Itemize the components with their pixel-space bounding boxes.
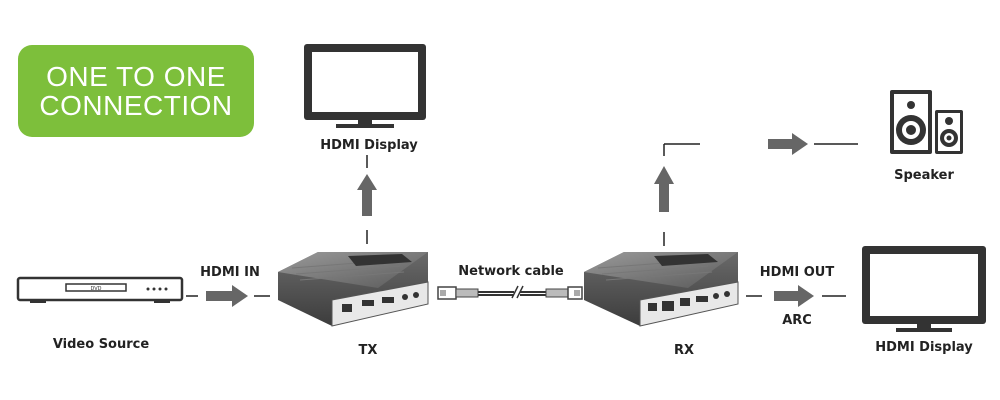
tv-top-icon bbox=[304, 44, 426, 128]
label-hdmi-display-top: HDMI Display bbox=[320, 138, 418, 153]
arrow-right-hdmi-in-icon bbox=[206, 285, 248, 307]
badge-line-1: ONE TO ONE bbox=[46, 61, 226, 92]
arrow-right-speaker-icon bbox=[768, 133, 808, 155]
arrow-up-rx-icon bbox=[654, 166, 674, 212]
label-video-source: Video Source bbox=[52, 337, 150, 352]
label-tx: TX bbox=[358, 343, 378, 358]
label-speaker: Speaker bbox=[894, 168, 954, 183]
label-rx: RX bbox=[673, 343, 695, 358]
arrow-up-tx-icon bbox=[357, 174, 377, 216]
tv-right-icon bbox=[862, 246, 986, 332]
dvd-player-icon: DVD bbox=[16, 276, 184, 303]
connection-lines bbox=[186, 143, 858, 297]
dvd-text: DVD bbox=[90, 286, 101, 292]
label-hdmi-in: HDMI IN bbox=[200, 265, 260, 280]
label-hdmi-display-right: HDMI Display bbox=[875, 340, 973, 355]
badge-line-2: CONNECTION bbox=[39, 90, 233, 121]
label-network-cable: Network cable bbox=[458, 264, 564, 279]
tx-extender-icon bbox=[278, 252, 429, 327]
speaker-icon bbox=[890, 90, 963, 154]
rx-extender-icon bbox=[584, 252, 739, 327]
one-to-one-badge: ONE TO ONE CONNECTION bbox=[18, 45, 254, 137]
flow-arrows bbox=[206, 133, 814, 307]
label-hdmi-out: HDMI OUT bbox=[759, 265, 835, 280]
arrow-right-hdmi-out-icon bbox=[774, 285, 814, 307]
label-arc: ARC bbox=[782, 313, 812, 328]
network-cable-icon bbox=[437, 285, 583, 300]
